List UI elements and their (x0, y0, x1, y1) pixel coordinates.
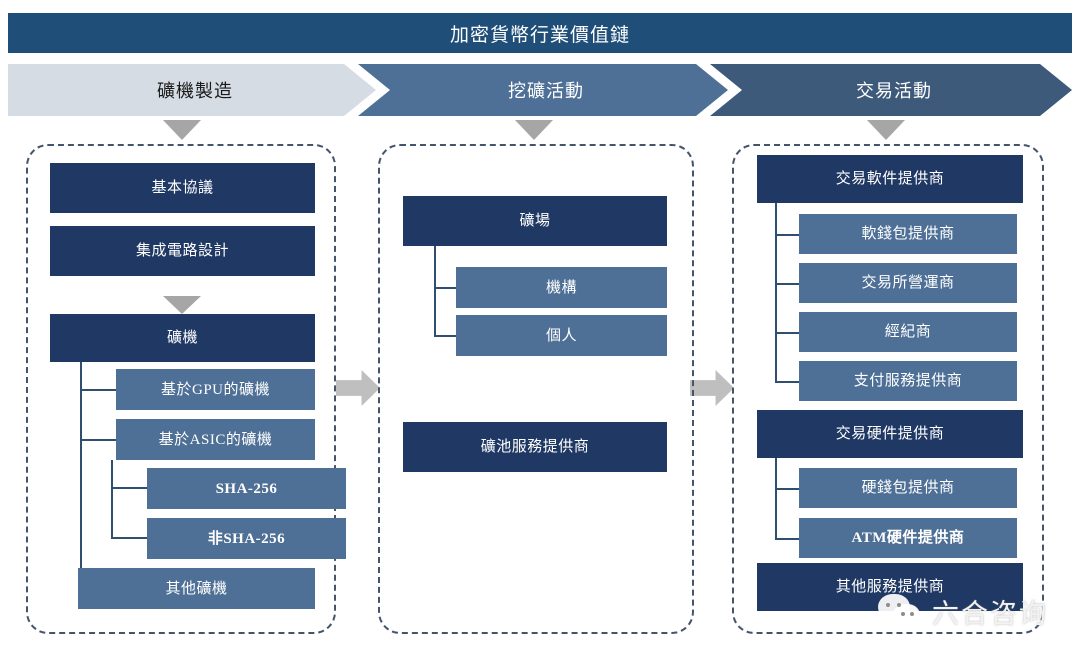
node-asic-miner[interactable]: 基於ASIC的礦機 (116, 419, 315, 460)
stage-chevron-mining-machine-manufacturing[interactable]: 礦機製造 (8, 64, 376, 116)
panel-mining-machine-manufacturing (26, 144, 336, 634)
node-payment-service-provider[interactable]: 支付服務提供商 (799, 361, 1017, 401)
node-mining-pool-service-provider[interactable]: 礦池服務提供商 (403, 422, 667, 472)
node-mining-farm[interactable]: 礦場 (403, 196, 667, 246)
right-arrow-icon-stage-2-to-3 (690, 370, 734, 406)
tree-branch-soft-wallet (775, 234, 799, 236)
node-broker[interactable]: 經紀商 (799, 312, 1017, 352)
node-basic-protocol[interactable]: 基本協議 (50, 163, 315, 213)
right-arrow-icon-stage-1-to-2 (336, 370, 380, 406)
node-hard-wallet-provider[interactable]: 硬錢包提供商 (799, 468, 1017, 508)
node-trading-hardware-provider[interactable]: 交易硬件提供商 (757, 410, 1023, 458)
down-arrow-icon-stage-2 (515, 120, 553, 140)
node-institution[interactable]: 機構 (456, 267, 667, 308)
node-non-sha256[interactable]: 非SHA-256 (147, 518, 346, 559)
down-arrow-icon-stage-3 (867, 120, 905, 140)
tree-spine-miner (80, 362, 82, 590)
stage-label: 礦機製造 (157, 81, 233, 101)
stage-label: 挖礦活動 (508, 81, 584, 101)
tree-branch-atm-hardware (775, 538, 799, 540)
tree-branch-individual (434, 335, 456, 337)
node-gpu-miner[interactable]: 基於GPU的礦機 (116, 369, 315, 410)
stage-chevron-trading-activity[interactable]: 交易活動 (710, 64, 1072, 116)
tree-branch-asic (80, 439, 116, 441)
tree-branch-broker (775, 332, 799, 334)
node-other-miner[interactable]: 其他礦機 (78, 568, 315, 609)
tree-spine-trading-hardware (775, 458, 777, 540)
tree-branch-exchange-operator (775, 283, 799, 285)
panel-trading-activity (732, 144, 1044, 634)
tree-branch-gpu (80, 389, 116, 391)
node-sha256[interactable]: SHA-256 (147, 468, 346, 509)
tree-branch-non-sha256 (111, 537, 147, 539)
tree-spine-asic (111, 460, 113, 538)
tree-spine-mining-farm (434, 246, 436, 336)
panel-mining-activity (378, 144, 694, 634)
diagram-title: 加密貨幣行業價值鏈 (8, 13, 1072, 53)
tree-branch-payment-service (775, 381, 799, 383)
node-ic-design[interactable]: 集成電路設計 (50, 226, 315, 276)
node-atm-hardware-provider[interactable]: ATM硬件提供商 (799, 518, 1017, 558)
tree-branch-hard-wallet (775, 488, 799, 490)
down-arrow-icon-stage-1 (163, 120, 201, 140)
tree-branch-institution (434, 287, 456, 289)
node-exchange-operator[interactable]: 交易所營運商 (799, 263, 1017, 303)
node-trading-software-provider[interactable]: 交易軟件提供商 (757, 155, 1023, 203)
node-individual[interactable]: 個人 (456, 315, 667, 356)
node-miner[interactable]: 礦機 (50, 314, 315, 362)
stage-chevron-mining-activity[interactable]: 挖礦活動 (358, 64, 728, 116)
node-other-service-provider[interactable]: 其他服務提供商 (757, 563, 1023, 611)
stage-label: 交易活動 (856, 81, 932, 101)
tree-branch-sha256 (111, 487, 147, 489)
tree-spine-trading-software (775, 203, 777, 383)
node-soft-wallet-provider[interactable]: 軟錢包提供商 (799, 214, 1017, 254)
